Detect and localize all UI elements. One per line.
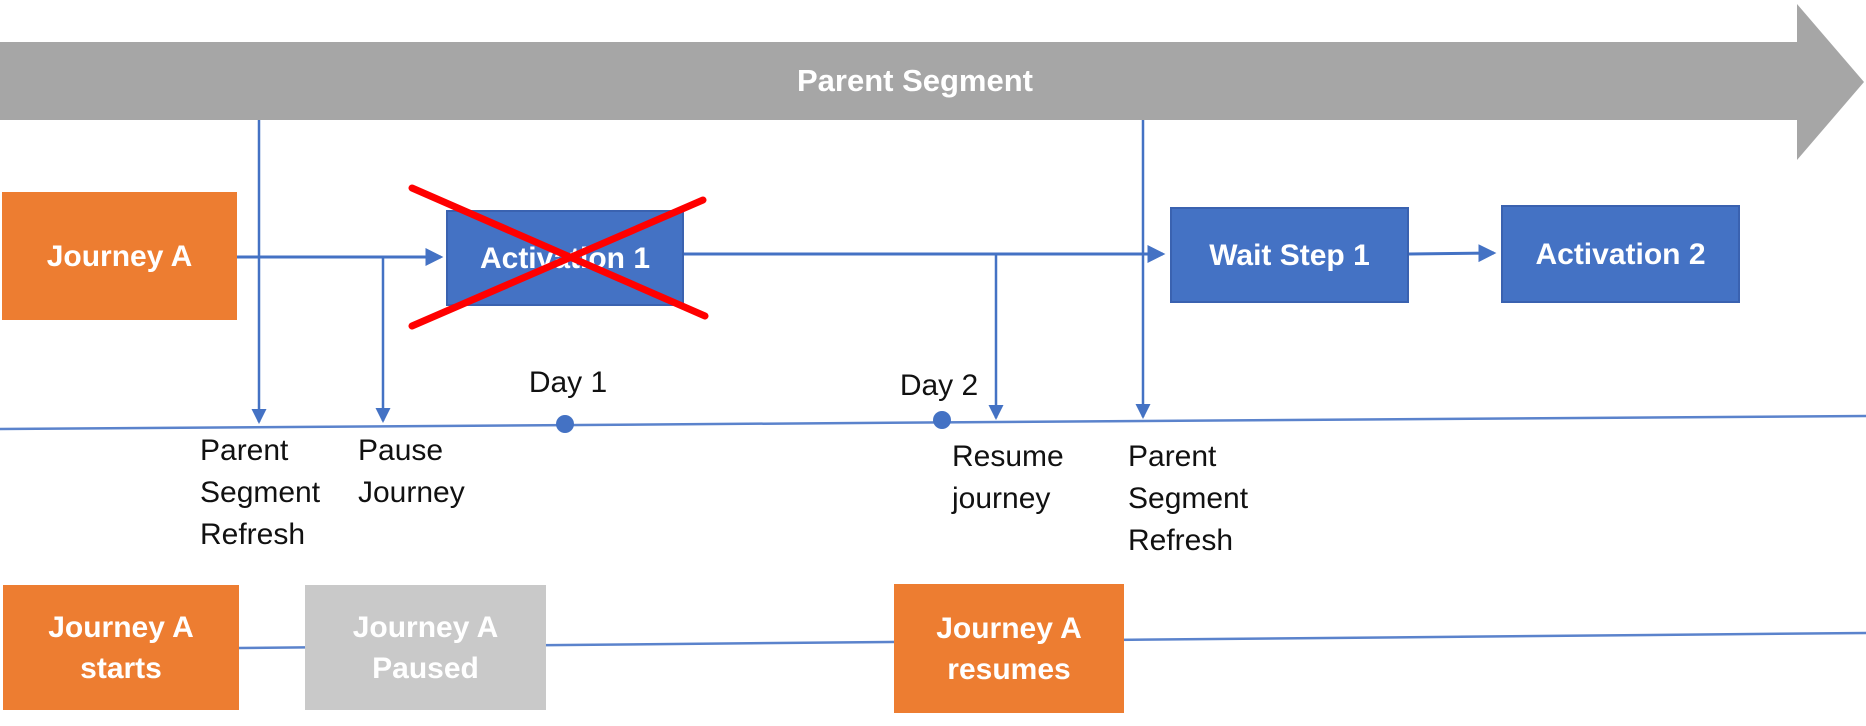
wait-step-1-label: Wait Step 1 — [1209, 238, 1370, 272]
journey-a-box: Journey A — [2, 192, 237, 320]
activation-1-box: Activation 1 — [446, 210, 684, 306]
activation-2-label: Activation 2 — [1535, 237, 1706, 271]
day-1-label: Day 1 — [528, 366, 608, 399]
journey-a-paused-label: Journey A Paused — [352, 610, 499, 685]
resume-journey-label: Resume journey — [952, 440, 1064, 515]
activation-2-box: Activation 2 — [1501, 205, 1740, 303]
parent-segment-refresh-1-label: Parent Segment Refresh — [200, 434, 321, 551]
journey-a-starts-box: Journey A starts — [3, 585, 239, 710]
day-2-dot — [933, 411, 951, 429]
day-2-label: Day 2 — [899, 369, 979, 402]
journey-a-paused-box: Journey A Paused — [305, 585, 546, 710]
activation-1-label: Activation 1 — [479, 241, 651, 275]
journey-a-label: Journey A — [46, 239, 193, 273]
day-1-dot — [556, 415, 574, 433]
parent-segment-refresh-2-label: Parent Segment Refresh — [1128, 440, 1249, 557]
journey-a-resumes-box: Journey A resumes — [894, 584, 1124, 713]
pause-journey-label: Pause Journey — [358, 434, 465, 509]
journey-a-starts-label: Journey A starts — [48, 610, 194, 685]
timeline-line — [0, 414, 1866, 431]
arrow-waitstep1-to-activation2 — [1408, 244, 1497, 263]
parent-segment-label: Parent Segment — [796, 63, 1033, 98]
journey-a-resumes-label: Journey A resumes — [936, 611, 1082, 686]
wait-step-1-box: Wait Step 1 — [1170, 207, 1409, 303]
